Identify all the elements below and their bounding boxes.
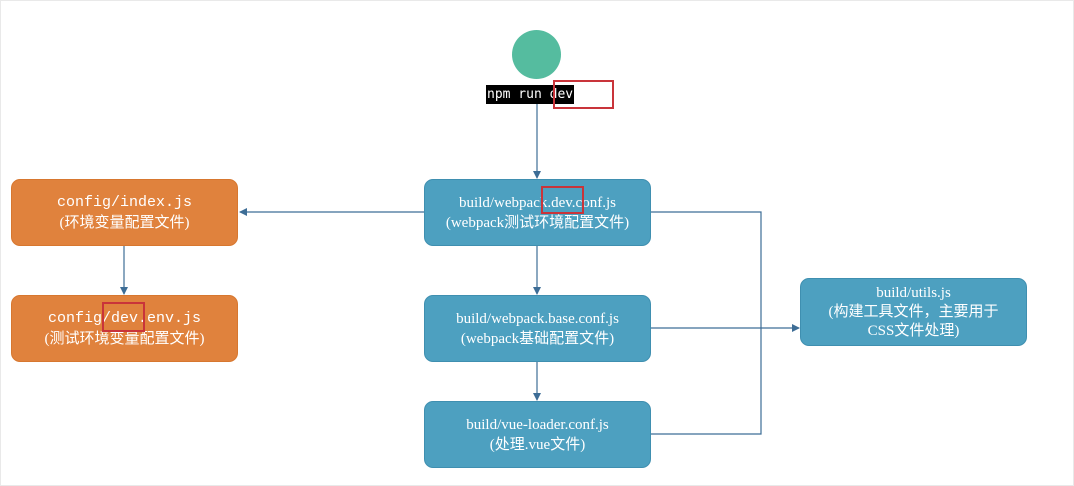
node-build-utils-line3: CSS文件处理) <box>867 322 960 339</box>
node-build-utils: build/utils.js (构建工具文件，主要用于 CSS文件处理) <box>800 278 1027 346</box>
node-build-utils-line1: build/utils.js <box>876 284 951 301</box>
node-webpack-base-title: build/webpack.base.conf.js <box>456 310 619 327</box>
node-config-dev-env-title: config/dev.env.js <box>47 309 202 327</box>
start-command: npm run dev <box>486 85 575 104</box>
highlight-box-command-dev <box>553 80 614 109</box>
node-config-index-title: config/index.js <box>56 193 193 211</box>
node-config-index-subtitle: (环境变量配置文件) <box>59 214 190 231</box>
highlight-box-webpack-dev <box>541 186 584 214</box>
start-node <box>512 30 561 79</box>
node-vue-loader-title: build/vue-loader.conf.js <box>466 416 609 433</box>
edge-webpack-dev-to-utils <box>650 211 762 328</box>
node-vue-loader-conf: build/vue-loader.conf.js (处理.vue文件) <box>424 401 651 468</box>
highlight-box-config-dev <box>102 302 145 332</box>
node-webpack-dev-subtitle: (webpack测试环境配置文件) <box>445 214 630 231</box>
node-webpack-base-subtitle: (webpack基础配置文件) <box>460 330 615 347</box>
node-webpack-base-conf: build/webpack.base.conf.js (webpack基础配置文… <box>424 295 651 362</box>
node-config-dev-env: config/dev.env.js (测试环境变量配置文件) <box>11 295 238 362</box>
node-vue-loader-subtitle: (处理.vue文件) <box>489 436 586 453</box>
edge-vue-loader-to-utils <box>650 328 762 435</box>
node-config-dev-env-subtitle: (测试环境变量配置文件) <box>44 330 205 347</box>
node-webpack-dev-conf: build/webpack.dev.conf.js (webpack测试环境配置… <box>424 179 651 246</box>
node-config-index: config/index.js (环境变量配置文件) <box>11 179 238 246</box>
node-webpack-dev-title: build/webpack.dev.conf.js <box>459 194 616 211</box>
node-build-utils-line2: (构建工具文件，主要用于 <box>828 303 999 320</box>
